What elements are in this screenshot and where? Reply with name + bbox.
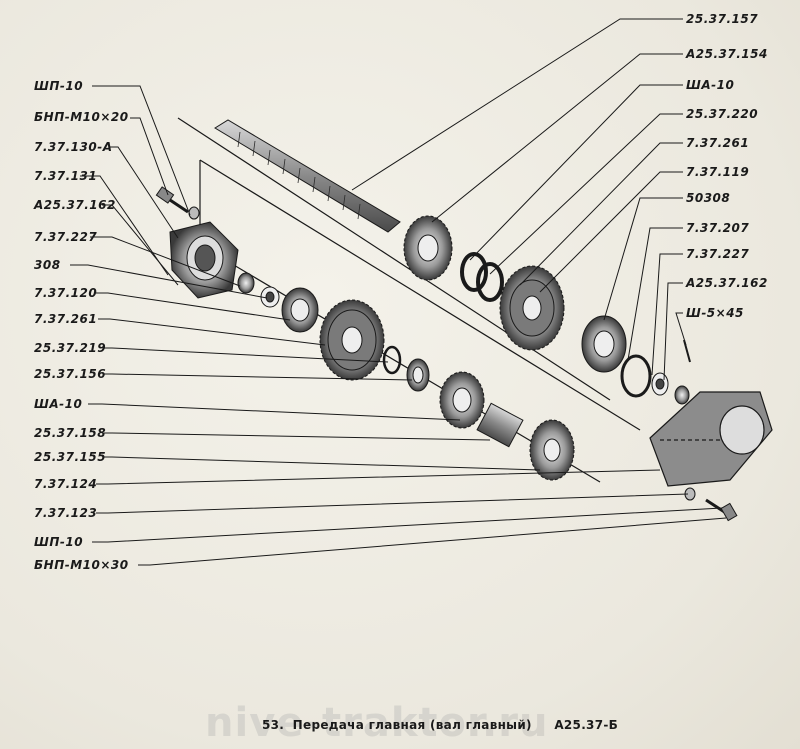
- left-label-1: ШП-10: [34, 79, 84, 93]
- left-label-14: 25.37.155: [34, 450, 107, 464]
- left-label-15: 7.37.124: [34, 477, 98, 491]
- right-label-11: Ш-5×45: [686, 306, 744, 320]
- right-label-9: 7.37.227: [686, 247, 750, 261]
- parts-lower-right: [684, 487, 738, 522]
- left-label-8: 7.37.120: [34, 286, 98, 300]
- caption-title: Передача главная (вал главный): [292, 718, 532, 732]
- left-label-9: 7.37.261: [34, 312, 98, 326]
- left-label-10: 25.37.219: [34, 341, 107, 355]
- left-label-5: А25.37.162: [34, 198, 116, 212]
- right-label-10: А25.37.162: [686, 276, 768, 290]
- right-label-4: 25.37.220: [686, 107, 759, 121]
- parts-left-upper: [155, 186, 239, 299]
- right-label-8: 7.37.207: [686, 221, 750, 235]
- right-label-3: ША-10: [686, 78, 735, 92]
- parts-middle-left: [382, 345, 575, 481]
- left-label-7: 308: [34, 258, 61, 272]
- housing-cover: [649, 391, 773, 487]
- left-label-4: 7.37.131: [34, 169, 98, 183]
- parts-left-row: [237, 272, 319, 333]
- left-label-6: 7.37.227: [34, 230, 98, 244]
- assembly-axis-lines: [177, 117, 641, 483]
- right-label-1: 25.37.157: [686, 12, 759, 26]
- left-label-18: БНП-М10×30: [34, 558, 129, 572]
- parts-right-row: [581, 315, 691, 405]
- left-label-12: ША-10: [34, 397, 83, 411]
- parts-upper-right: [403, 215, 565, 351]
- caption-number: 53.: [262, 718, 285, 732]
- left-label-11: 25.37.156: [34, 367, 107, 381]
- main-shaft: [214, 119, 401, 233]
- right-label-5: 7.37.261: [686, 136, 750, 150]
- left-label-13: 25.37.158: [34, 426, 107, 440]
- gear-left-large: [319, 299, 385, 381]
- leader-lines: [70, 18, 727, 566]
- right-label-2: А25.37.154: [686, 47, 768, 61]
- left-label-3: 7.37.130-А: [34, 140, 113, 154]
- figure-caption: 53. Передача главная (вал главный) А25.3…: [262, 718, 622, 732]
- left-label-2: БНП-М10×20: [34, 110, 129, 124]
- caption-code: А25.37-Б: [554, 718, 619, 732]
- right-label-7: 50308: [686, 191, 731, 205]
- watermark: nive-traktor.ru: [205, 700, 549, 746]
- left-label-17: ШП-10: [34, 535, 84, 549]
- right-label-6: 7.37.119: [686, 165, 750, 179]
- left-label-16: 7.37.123: [34, 506, 98, 520]
